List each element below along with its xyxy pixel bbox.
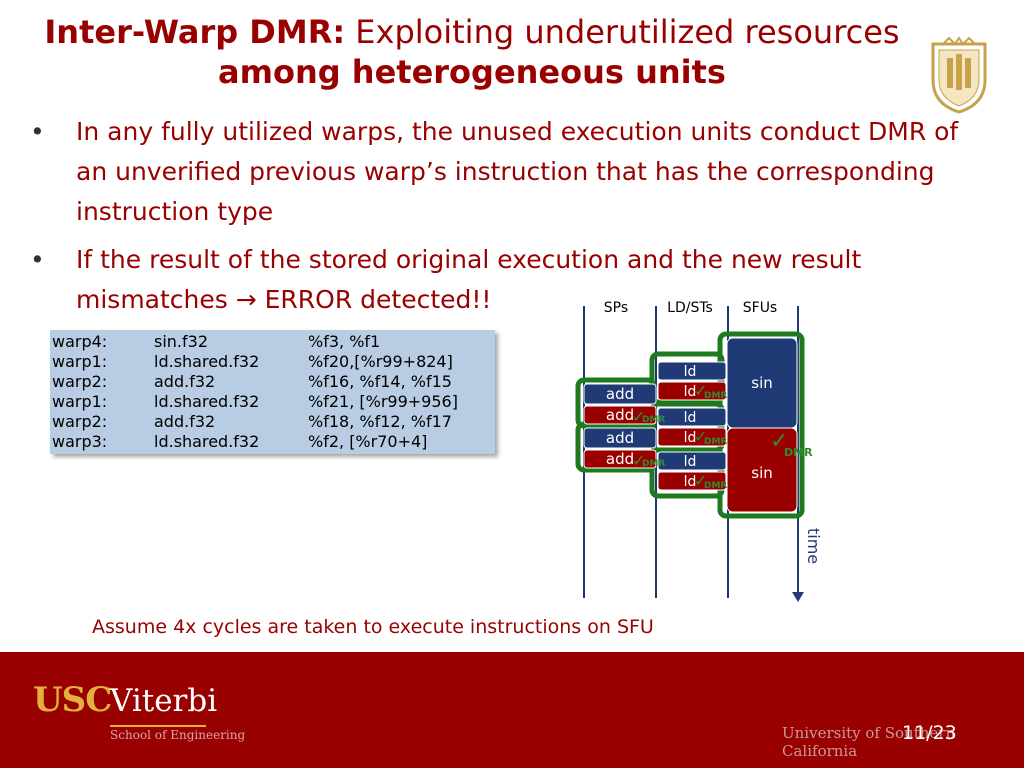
time-arrow-icon bbox=[792, 592, 804, 602]
check-icon: ✓ bbox=[694, 427, 707, 446]
code-warp: warp2: bbox=[52, 412, 108, 431]
code-args: %f2, [%r70+4] bbox=[308, 432, 428, 451]
code-args: %f20,[%r99+824] bbox=[308, 352, 453, 371]
ld-block-label: ld bbox=[684, 454, 697, 470]
code-warp: warp1: bbox=[52, 352, 108, 371]
university-name: University of Southern California bbox=[782, 724, 956, 760]
dmr-label: DMR bbox=[642, 415, 665, 425]
sfu-block bbox=[726, 427, 798, 513]
instruction-listing: warp4: sin.f32 %f3, %f1 warp1: ld.shared… bbox=[50, 330, 495, 454]
code-warp: warp2: bbox=[52, 372, 108, 391]
check-icon: ✓ bbox=[694, 471, 707, 490]
col-label-ldsts: LD/STs bbox=[667, 300, 713, 316]
ld-block bbox=[657, 381, 727, 401]
code-op: ld.shared.f32 bbox=[154, 352, 260, 371]
sp-block-label: add bbox=[606, 450, 634, 468]
bullet-text: If the result of the stored original exe… bbox=[76, 245, 862, 314]
sp-block-label: add bbox=[606, 385, 634, 403]
col-label-sfus: SFUs bbox=[743, 300, 777, 316]
ld-block-label: ld bbox=[684, 364, 697, 380]
bullet-dot: • bbox=[30, 245, 45, 274]
check-icon: ✓ bbox=[694, 381, 707, 400]
footer-bar bbox=[0, 652, 1024, 768]
title-normal: Exploiting underutilized resources bbox=[355, 13, 900, 51]
title-line2: among heterogeneous units bbox=[218, 53, 726, 91]
ld-block bbox=[657, 361, 727, 381]
code-op: add.f32 bbox=[154, 372, 216, 391]
bullet-dot: • bbox=[30, 117, 45, 146]
code-args: %f16, %f14, %f15 bbox=[308, 372, 452, 391]
sp-block bbox=[583, 405, 657, 425]
sp-block bbox=[583, 427, 657, 449]
time-label: time bbox=[804, 528, 823, 564]
code-args: %f18, %f12, %f17 bbox=[308, 412, 452, 431]
ld-block-label: ld bbox=[684, 430, 697, 446]
code-op: ld.shared.f32 bbox=[154, 392, 260, 411]
ld-block bbox=[657, 471, 727, 491]
dmr-label: DMR bbox=[642, 459, 665, 469]
dmr-label: DMR bbox=[784, 446, 813, 459]
ld-block-label: ld bbox=[684, 384, 697, 400]
page-number: 11/23 bbox=[902, 722, 957, 744]
bullet-list: • In any fully utilized warps, the unused… bbox=[30, 112, 960, 328]
check-icon: ✓ bbox=[770, 429, 788, 454]
footnote: Assume 4x cycles are taken to execute in… bbox=[92, 616, 654, 638]
code-op: sin.f32 bbox=[154, 332, 208, 351]
usc-seal-icon bbox=[931, 36, 987, 114]
code-op: add.f32 bbox=[154, 412, 216, 431]
sp-block-label: add bbox=[606, 406, 634, 424]
school-name: School of Engineering bbox=[110, 728, 246, 742]
slide-title: Inter-Warp DMR: Exploiting underutilized… bbox=[0, 12, 944, 92]
title-bold: Inter-Warp DMR: bbox=[44, 13, 346, 51]
sp-block bbox=[583, 449, 657, 469]
code-args: %f3, %f1 bbox=[308, 332, 381, 351]
bullet-text: In any fully utilized warps, the unused … bbox=[76, 117, 959, 226]
code-op: ld.shared.f32 bbox=[154, 432, 260, 451]
ld-block bbox=[657, 407, 727, 427]
code-warp: warp1: bbox=[52, 392, 108, 411]
sfu-block-label: sin bbox=[751, 374, 773, 392]
code-args: %f21, [%r99+956] bbox=[308, 392, 458, 411]
bullet-item: • If the result of the stored original ex… bbox=[30, 240, 960, 320]
dmr-label: DMR bbox=[704, 481, 727, 491]
ld-block bbox=[657, 427, 727, 447]
check-icon: ✓ bbox=[632, 451, 645, 470]
ld-block bbox=[657, 451, 727, 471]
dmr-label: DMR bbox=[704, 391, 727, 401]
sfu-block-label: sin bbox=[751, 464, 773, 482]
sp-block-label: add bbox=[606, 429, 634, 447]
usc-logo: USC bbox=[33, 680, 112, 720]
ld-block-label: ld bbox=[684, 474, 697, 490]
col-label-sps: SPs bbox=[604, 300, 628, 316]
viterbi-logo: Viterbi bbox=[110, 683, 218, 719]
bullet-item: • In any fully utilized warps, the unused… bbox=[30, 112, 960, 232]
execution-timeline-diagram: SPs LD/STs SFUs time sin sin ld ld ld ld… bbox=[575, 300, 823, 602]
check-icon: ✓ bbox=[632, 407, 645, 426]
code-warp: warp3: bbox=[52, 432, 108, 451]
sp-block bbox=[583, 383, 657, 405]
code-warp: warp4: bbox=[52, 332, 108, 351]
logo-divider bbox=[110, 725, 206, 727]
ld-block-label: ld bbox=[684, 410, 697, 426]
dmr-label: DMR bbox=[704, 437, 727, 447]
